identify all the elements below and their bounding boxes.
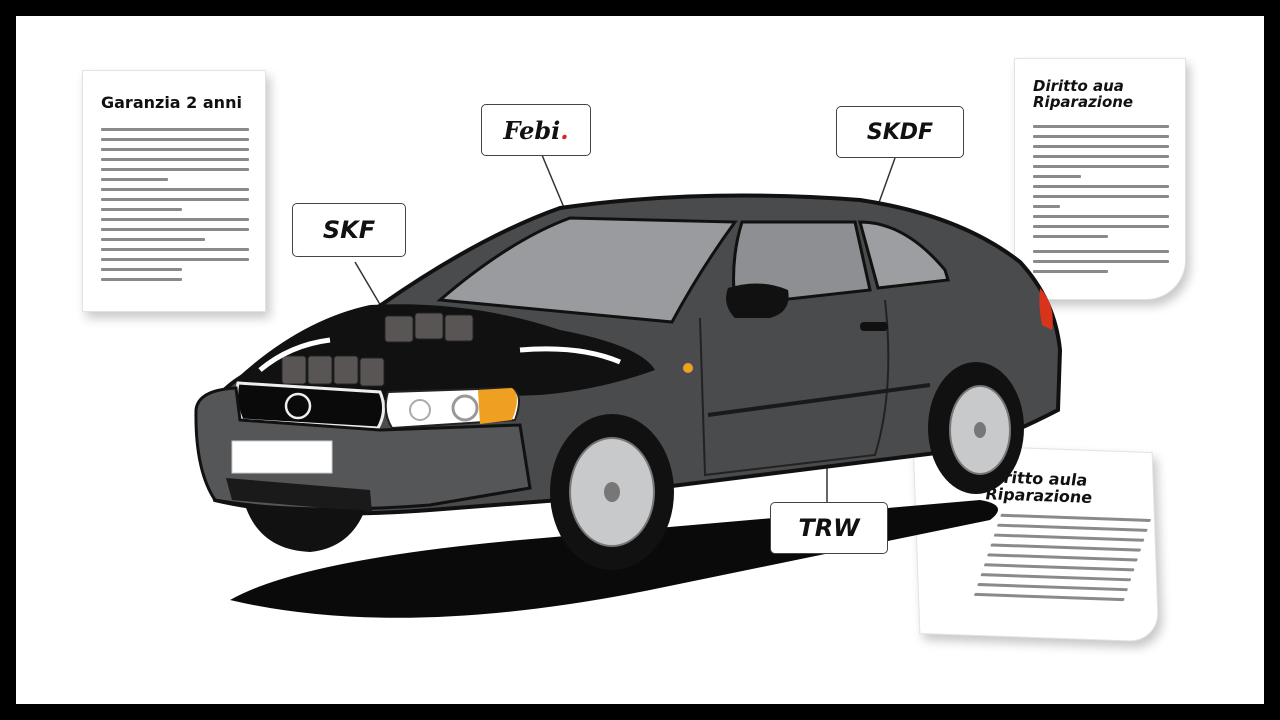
skf-label: SKF bbox=[322, 216, 376, 244]
taillight bbox=[1039, 288, 1053, 330]
front-wheel bbox=[550, 414, 674, 570]
engine-highlights bbox=[258, 337, 621, 372]
warranty-document: Garanzia 2 anni bbox=[82, 70, 266, 312]
warranty-text-lines bbox=[101, 127, 249, 281]
side-marker bbox=[683, 363, 693, 373]
license-plate bbox=[231, 440, 333, 474]
trw-label: TRW bbox=[798, 514, 860, 542]
side-mirror bbox=[726, 283, 789, 318]
lower-intake bbox=[226, 478, 372, 512]
skdf-label: SKDF bbox=[866, 119, 934, 145]
callout-trw: TRW bbox=[770, 502, 888, 554]
warranty-title: Garanzia 2 anni bbox=[101, 93, 242, 112]
side-window-front bbox=[732, 220, 872, 307]
right-to-repair-document-top: Diritto aua Riparazione bbox=[1014, 58, 1186, 300]
door-handle bbox=[860, 322, 888, 331]
car-illustration bbox=[194, 154, 1063, 618]
body-side-molding bbox=[707, 383, 931, 417]
side-window-rear bbox=[858, 220, 950, 290]
brand-emblem bbox=[284, 392, 312, 420]
headlight-accent bbox=[478, 388, 517, 424]
right-to-repair-text-lines-top bbox=[1033, 124, 1169, 273]
right-to-repair-title-top: Diritto aua Riparazione bbox=[1033, 77, 1134, 111]
callout-skf: SKF bbox=[292, 203, 406, 257]
callout-febi: Febi. bbox=[481, 104, 591, 156]
rear-wheel bbox=[928, 362, 1024, 494]
callout-skdf: SKDF bbox=[836, 106, 964, 158]
brake-pads bbox=[281, 312, 474, 387]
front-left-tire bbox=[245, 505, 365, 552]
illustration-canvas: Garanzia 2 anni Diritto aua Riparazione bbox=[16, 16, 1264, 704]
febi-red-dot: . bbox=[560, 115, 569, 145]
windshield bbox=[436, 216, 738, 324]
febi-label: Febi bbox=[503, 115, 561, 145]
